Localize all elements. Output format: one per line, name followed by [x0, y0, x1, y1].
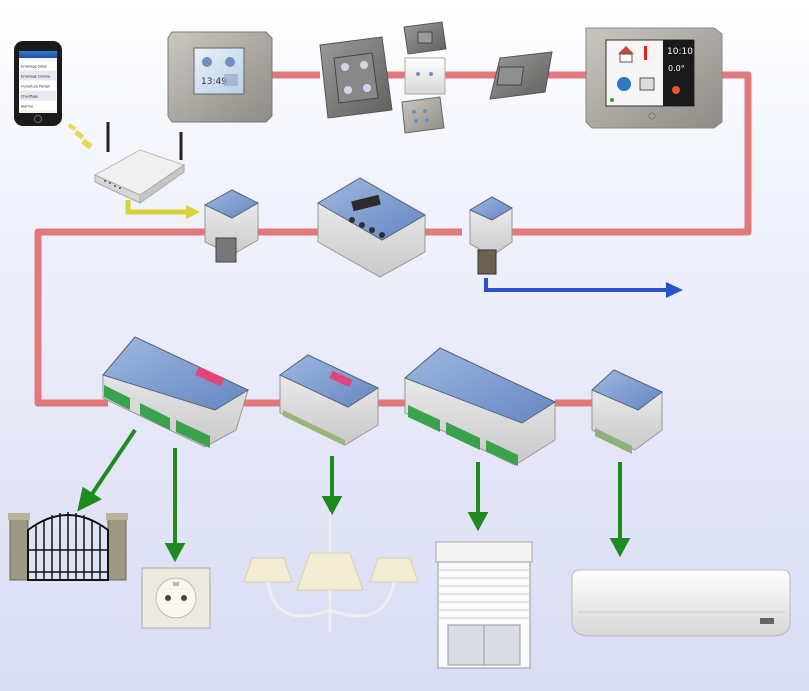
wifi-signal-icon	[67, 123, 93, 150]
knx-bus-cable	[34, 71, 752, 407]
din-module-icon	[102, 336, 250, 448]
wifi-link-arrow	[125, 200, 200, 219]
chandelier-icon	[243, 512, 419, 632]
phone-menu-item: Ouverture Portail	[21, 85, 50, 89]
din-module-icon	[279, 354, 380, 446]
phone-menu-row	[20, 61, 56, 70]
home-screen-time: 10:10	[667, 47, 693, 57]
push-button-icon	[403, 21, 447, 55]
air-conditioner-icon	[571, 569, 791, 637]
phone-menu-row	[20, 81, 56, 90]
din-module-icon	[591, 369, 663, 454]
touch-panel-icon: 13:49	[167, 31, 273, 123]
gate-icon	[8, 512, 128, 581]
phone-menu-row	[20, 71, 56, 80]
phone-menu-item: Eclairage Cuisine	[21, 75, 50, 79]
wifi-router-icon	[93, 122, 186, 204]
touch-panel-time: 13:49	[201, 77, 227, 87]
phone-menu-item: Chauffage	[21, 95, 38, 99]
output-arrows	[77, 428, 631, 563]
din-module-icon	[404, 347, 557, 466]
din-module-icon	[203, 189, 260, 263]
phone-menu-item: Alarme	[21, 105, 33, 109]
home-screen-temperature: 0.0°	[668, 64, 685, 73]
serial-link-arrow	[484, 278, 683, 298]
home-screen-icon: 10:10 0.0°	[585, 27, 723, 129]
push-button-icon	[404, 57, 446, 95]
phone-menu-row	[20, 101, 56, 110]
phone-menu-row	[20, 91, 56, 100]
din-module-icon	[468, 196, 514, 275]
din-module-icon	[317, 177, 427, 278]
push-button-icon	[489, 51, 553, 100]
push-button-icon	[401, 96, 445, 134]
push-button-icon	[319, 36, 393, 119]
power-socket-icon	[141, 567, 211, 629]
roller-shutter-icon	[435, 541, 533, 669]
phone-menu-item: Eclairage Salon	[21, 65, 47, 69]
